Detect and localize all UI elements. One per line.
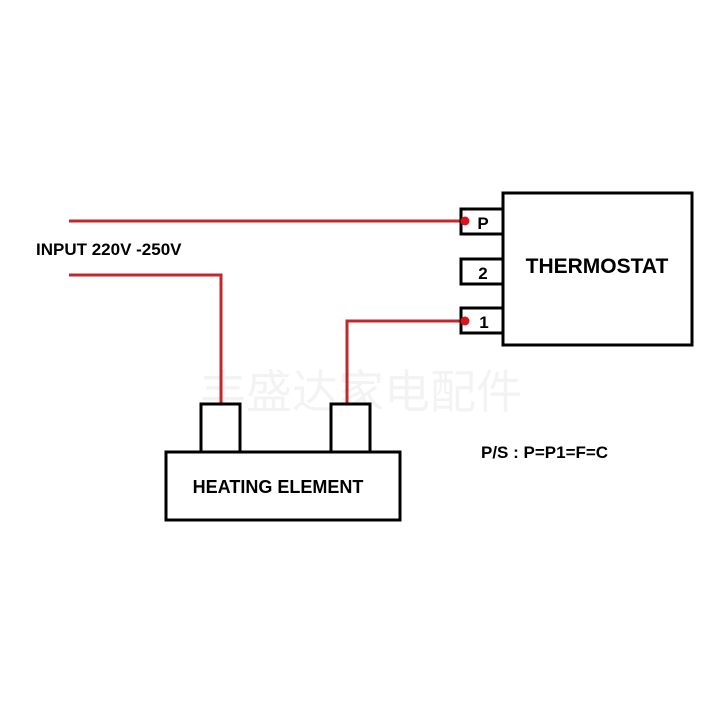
terminal-P-dot [460,216,470,226]
wire-input-to-element [69,273,223,404]
heating-element-box [164,450,402,522]
input-voltage-label: INPUT 220V -250V [36,240,182,259]
thermostat-box [501,191,694,347]
heating-element: HEATING ELEMENT [164,402,402,522]
terminal-2-label: 2 [478,264,487,283]
wires [69,219,465,404]
terminal-1-dot [460,316,470,326]
terminal-2-box [459,257,505,286]
terminal-P: P [459,207,505,236]
terminal-1: 1 [459,306,505,335]
ps-note: P/S : P=P1=F=C [481,443,608,462]
heating-element-label: HEATING ELEMENT [193,477,364,497]
heating-element-left-post [199,402,242,454]
terminal-1-label: 1 [479,313,488,332]
terminal-2: 2 [459,257,505,286]
heating-element-right-post [329,402,372,454]
terminal-P-label: P [477,214,488,233]
thermostat: THERMOSTAT P 2 1 [459,191,694,347]
wire-element-to-terminal-1 [345,319,465,404]
thermostat-label: THERMOSTAT [526,255,669,278]
